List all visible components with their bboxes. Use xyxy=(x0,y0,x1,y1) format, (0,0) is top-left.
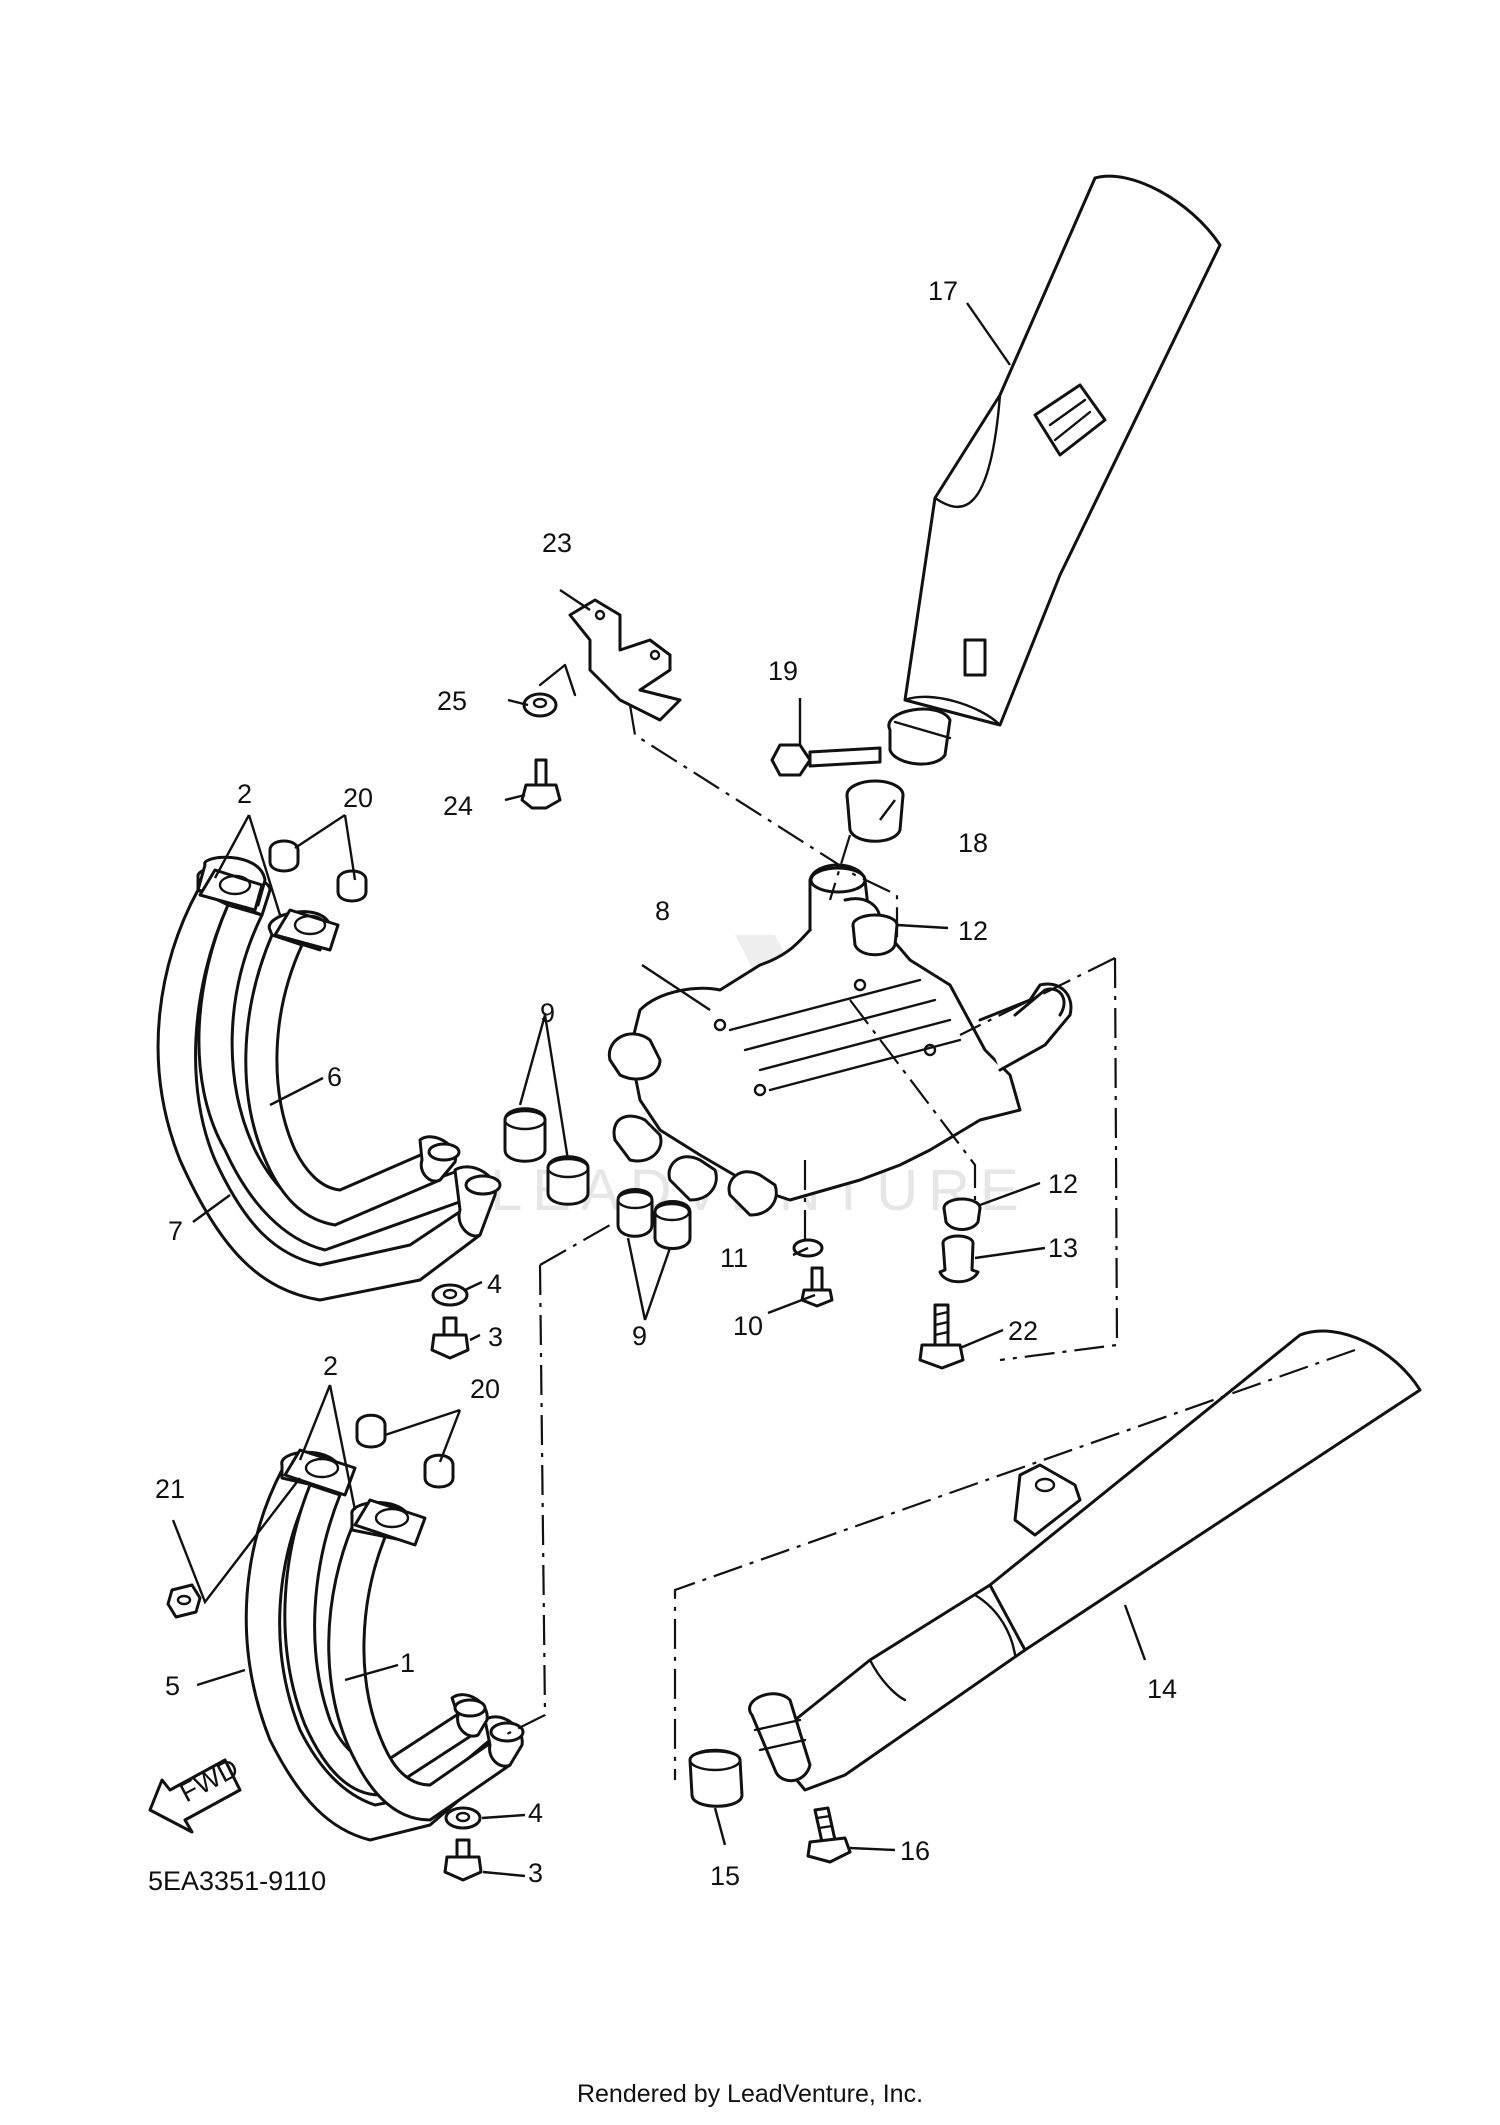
gasket-9-d xyxy=(653,1200,692,1250)
gasket-20-lower-a xyxy=(355,1413,387,1449)
grommet-12-lower xyxy=(942,1197,982,1231)
gasket-20-lower-b xyxy=(423,1453,455,1489)
callout-11: 11 xyxy=(720,1243,748,1273)
callout-12-lower: 12 xyxy=(1048,1169,1078,1199)
exhaust-pipe-6 xyxy=(244,910,461,1227)
callout-14: 14 xyxy=(1147,1674,1177,1704)
fwd-arrow-icon xyxy=(148,1758,242,1834)
callout-3-lower: 3 xyxy=(528,1858,543,1888)
callout-25: 25 xyxy=(437,686,467,716)
bolt-16 xyxy=(806,1806,852,1864)
bolt-3-lower xyxy=(443,1838,483,1882)
callout-21: 21 xyxy=(155,1474,185,1504)
callout-8: 8 xyxy=(655,896,670,926)
callout-15: 15 xyxy=(710,1861,740,1891)
gasket-20-upper-a xyxy=(268,839,300,873)
footer-credit: Rendered by LeadVenture, Inc. xyxy=(576,2080,924,2108)
callout-2-upper: 2 xyxy=(237,779,252,809)
callout-20-upper: 20 xyxy=(343,783,373,813)
lower-muffler-clamp xyxy=(748,1692,812,1783)
callout-4-upper: 4 xyxy=(487,1269,502,1299)
callout-20-lower: 20 xyxy=(470,1374,500,1404)
callout-10: 10 xyxy=(733,1311,763,1341)
collar-13 xyxy=(938,1234,980,1284)
callout-7: 7 xyxy=(168,1216,183,1246)
washer-4-lower xyxy=(444,1806,482,1830)
nut-25 xyxy=(522,692,558,718)
flange-2-upper-b xyxy=(273,908,340,952)
callout-17: 17 xyxy=(928,276,958,306)
callout-9-upper: 9 xyxy=(540,998,555,1028)
muffler-gasket-upper xyxy=(845,779,905,843)
upper-muffler xyxy=(903,174,1222,727)
callout-24: 24 xyxy=(443,791,473,821)
callout-23: 23 xyxy=(542,528,572,558)
callout-3-upper: 3 xyxy=(488,1322,503,1352)
bolt-10 xyxy=(800,1266,834,1308)
nut-21 xyxy=(166,1583,202,1619)
flange-2-lower-a xyxy=(283,1448,357,1497)
callout-5: 5 xyxy=(165,1671,180,1701)
gasket-20-upper-b xyxy=(336,869,368,903)
callout-2-lower: 2 xyxy=(323,1351,338,1381)
assembly-lines xyxy=(504,704,1356,1780)
bolt-22 xyxy=(918,1303,965,1370)
callout-16: 16 xyxy=(900,1836,930,1866)
grommet-12-upper xyxy=(851,913,899,957)
lower-muffler xyxy=(778,1329,1422,1792)
callout-12-upper: 12 xyxy=(958,916,988,946)
bracket xyxy=(538,598,682,722)
upper-muffler-clamp xyxy=(887,707,952,766)
callout-13: 13 xyxy=(1048,1233,1078,1263)
gasket-9-a xyxy=(503,1107,547,1163)
callout-22: 22 xyxy=(1008,1316,1038,1346)
callout-6: 6 xyxy=(327,1062,342,1092)
washer-4-upper xyxy=(431,1283,469,1307)
callout-9-lower: 9 xyxy=(632,1321,647,1351)
callout-1: 1 xyxy=(400,1648,415,1678)
flange-2-upper-a xyxy=(198,868,264,912)
bolt-24 xyxy=(520,758,562,810)
leader-lines xyxy=(171,302,1147,1878)
callout-4-lower: 4 xyxy=(528,1798,543,1828)
bolt-3-upper xyxy=(430,1316,470,1360)
callout-numbers: 17 23 25 24 19 18 12 8 2 20 6 7 9 9 4 3 … xyxy=(155,276,1177,1891)
callout-19: 19 xyxy=(768,656,798,686)
flange-2-lower-b xyxy=(353,1498,427,1547)
clamp-bolt xyxy=(770,743,882,777)
gasket-9-b xyxy=(546,1155,590,1206)
muffler-gasket-lower xyxy=(688,1748,744,1808)
diagram-code: 5EA3351-9110 xyxy=(148,1866,327,1896)
gasket-9-c xyxy=(616,1188,654,1238)
callout-18: 18 xyxy=(958,828,988,858)
